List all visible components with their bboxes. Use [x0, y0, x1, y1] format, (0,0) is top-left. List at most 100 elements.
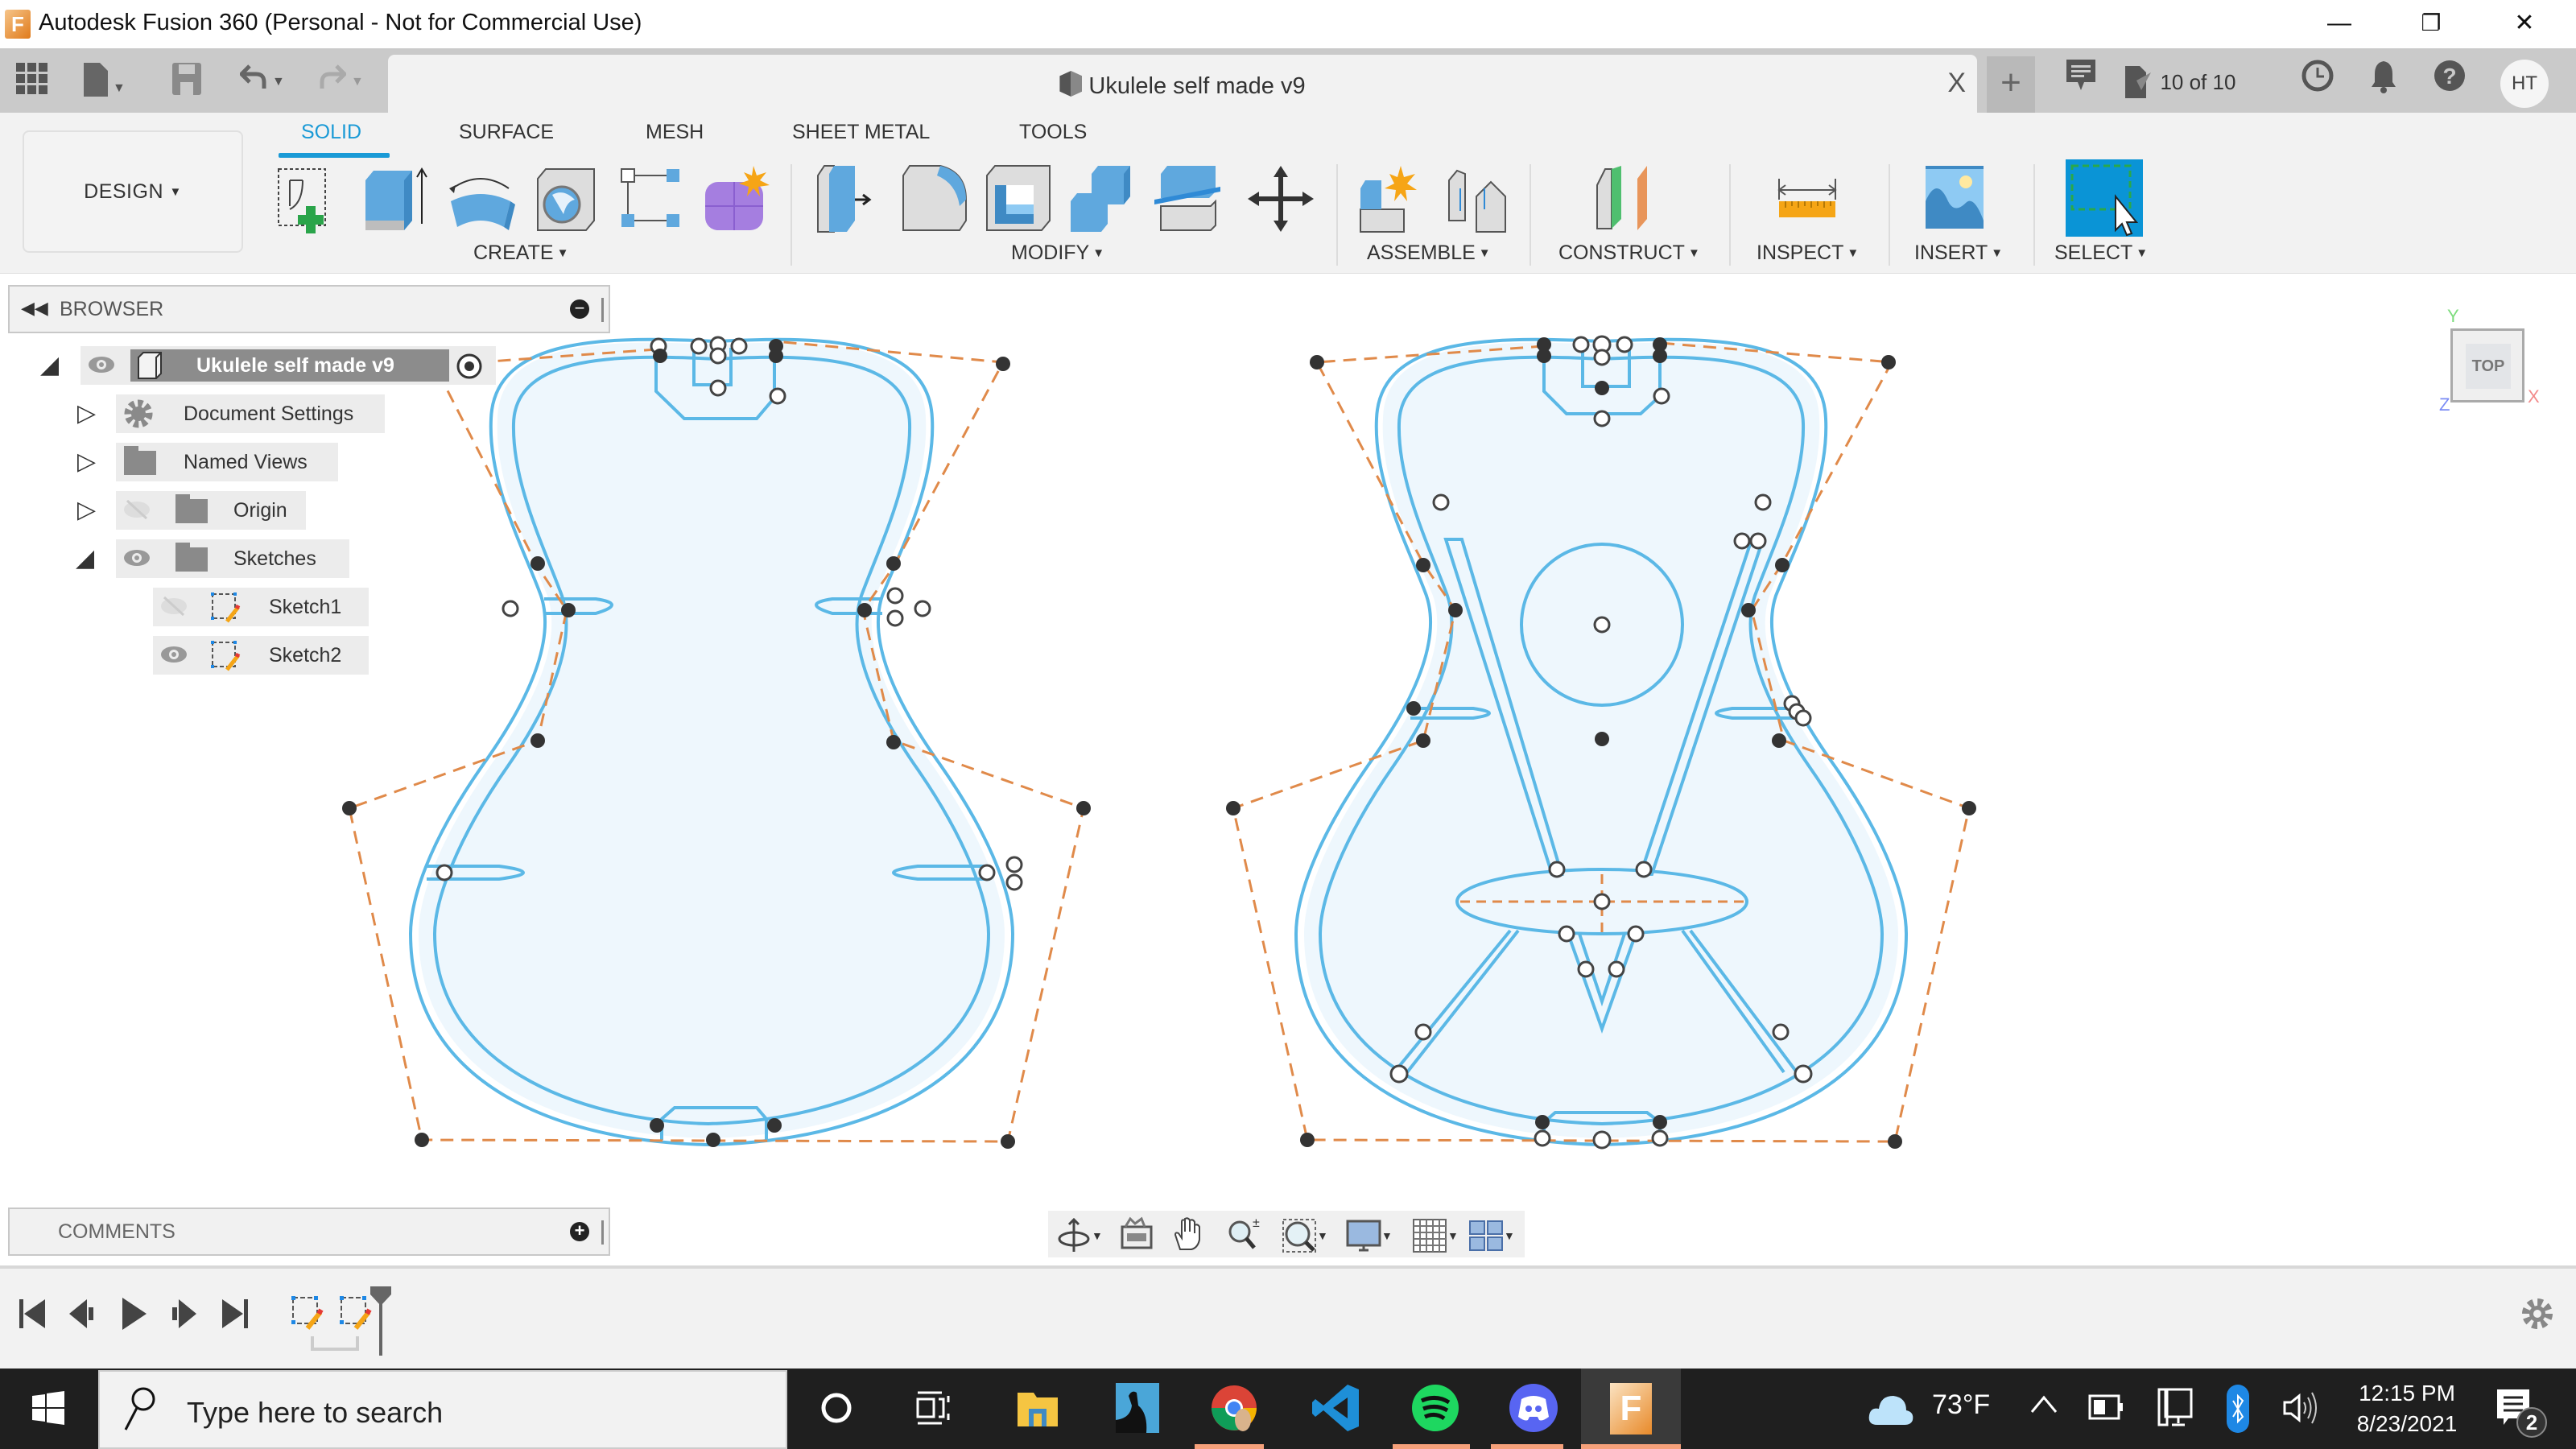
inspect-menu[interactable]: INSPECT▼: [1757, 242, 1860, 264]
panel-resize-grip[interactable]: [601, 298, 604, 322]
spotify-icon[interactable]: [1409, 1381, 1462, 1435]
window-select-tool[interactable]: [2066, 159, 2143, 237]
collapse-triangle-icon[interactable]: ◢: [40, 352, 60, 378]
3d-viewport[interactable]: .blue { stroke: #5bb8e6; stroke-width: 4…: [0, 274, 2576, 1265]
pan-button[interactable]: [1170, 1216, 1206, 1253]
browser-item-root[interactable]: ◢ Ukulele self made v9: [0, 346, 612, 385]
network-icon[interactable]: [2157, 1386, 2193, 1431]
close-button[interactable]: ✕: [2514, 10, 2535, 36]
volume-icon[interactable]: [2281, 1389, 2317, 1426]
revolve-tool[interactable]: [446, 164, 515, 233]
browser-item-document-settings[interactable]: ▷ Document Settings: [0, 394, 402, 433]
task-view-icon[interactable]: [906, 1381, 960, 1435]
ukulele-body-right[interactable]: [1226, 335, 1976, 1150]
timeline-feature-sketch1[interactable]: [290, 1294, 328, 1335]
browser-item-sketches[interactable]: ◢ Sketches: [0, 539, 362, 578]
chrome-icon[interactable]: [1208, 1381, 1261, 1435]
shell-tool[interactable]: [984, 164, 1053, 233]
viewports-button[interactable]: ▼: [1468, 1216, 1515, 1253]
tab-solid[interactable]: SOLID: [301, 121, 362, 143]
insert-menu[interactable]: INSERT▼: [1914, 242, 2004, 264]
comments-panel-header[interactable]: COMMENTS +: [8, 1208, 610, 1256]
data-panel-grid-icon[interactable]: [16, 63, 48, 98]
file-explorer-icon[interactable]: [1011, 1381, 1064, 1435]
create-sketch-tool[interactable]: [274, 164, 343, 233]
select-menu[interactable]: SELECT▼: [2054, 242, 2149, 264]
weather-temperature[interactable]: 73°F: [1932, 1389, 1991, 1420]
workspace-switcher[interactable]: DESIGN ▼: [23, 130, 243, 253]
sketch-drawing[interactable]: .blue { stroke: #5bb8e6; stroke-width: 4…: [0, 274, 2576, 1265]
panel-resize-grip[interactable]: [601, 1220, 604, 1245]
tab-mesh[interactable]: MESH: [646, 121, 704, 143]
press-pull-tool[interactable]: [815, 164, 884, 233]
eye-hidden-icon[interactable]: [122, 499, 151, 520]
ukulele-body-left[interactable]: [342, 336, 1091, 1149]
expand-triangle-icon[interactable]: ▷: [77, 497, 97, 523]
windows-start-button[interactable]: [0, 1368, 97, 1449]
eye-hidden-icon[interactable]: [159, 596, 188, 617]
close-tab-button[interactable]: X: [1947, 68, 1966, 98]
show-hidden-icons-chevron[interactable]: [2030, 1394, 2058, 1415]
restore-button[interactable]: ❐: [2421, 10, 2442, 35]
viewcube-box[interactable]: TOP: [2450, 328, 2524, 402]
add-comment-icon[interactable]: +: [570, 1222, 589, 1241]
redo-button[interactable]: ▼: [319, 63, 364, 98]
document-tab[interactable]: Ukulele self made v9 X: [388, 55, 1977, 113]
taskbar-clock[interactable]: 12:15 PM 8/23/2021: [2326, 1378, 2487, 1439]
orbit-button[interactable]: ▼: [1056, 1216, 1103, 1253]
taskbar-search-box[interactable]: Type here to search: [98, 1370, 787, 1449]
zoom-button[interactable]: ±: [1225, 1216, 1261, 1253]
measure-tool[interactable]: [1774, 164, 1843, 233]
pattern-tool[interactable]: [617, 164, 686, 233]
timeline-feature-sketch2[interactable]: [338, 1294, 377, 1335]
tab-sheet-metal[interactable]: SHEET METAL: [792, 121, 931, 143]
modify-menu[interactable]: MODIFY▼: [1011, 242, 1105, 264]
browser-item-origin[interactable]: ▷ Origin: [0, 491, 322, 530]
discord-icon[interactable]: [1507, 1381, 1560, 1435]
grid-snaps-button[interactable]: ▼: [1412, 1216, 1459, 1253]
joint-tool[interactable]: [1444, 164, 1513, 233]
browser-panel-header[interactable]: ◀◀ BROWSER −: [8, 285, 610, 333]
viewcube-face-top[interactable]: TOP: [2466, 344, 2511, 389]
pin-panel-icon[interactable]: −: [570, 299, 589, 319]
step-back-button[interactable]: [69, 1298, 97, 1330]
user-avatar[interactable]: HT: [2500, 60, 2549, 108]
timeline-marker[interactable]: [369, 1286, 393, 1356]
eye-icon[interactable]: [159, 644, 188, 665]
offset-plane-tool[interactable]: [1594, 164, 1663, 233]
action-center-button[interactable]: 2: [2494, 1386, 2550, 1443]
expand-triangle-icon[interactable]: ▷: [77, 448, 97, 475]
file-menu-button[interactable]: ▼: [84, 63, 126, 98]
hole-tool[interactable]: [531, 164, 601, 233]
step-forward-button[interactable]: [171, 1298, 198, 1330]
weather-cloud-icon[interactable]: [1868, 1388, 1916, 1430]
fusion-360-taskbar-button[interactable]: F: [1581, 1368, 1681, 1449]
collapse-triangle-icon[interactable]: ◢: [76, 545, 95, 572]
eye-icon[interactable]: [87, 354, 116, 375]
vscode-icon[interactable]: [1311, 1381, 1364, 1435]
battery-icon[interactable]: [2088, 1394, 2124, 1420]
bluetooth-icon[interactable]: [2227, 1385, 2249, 1433]
new-component-tool[interactable]: [1357, 164, 1426, 233]
display-settings-button[interactable]: ▼: [1346, 1216, 1393, 1253]
timeline-settings-gear-icon[interactable]: [2520, 1296, 2555, 1331]
comments-button[interactable]: [2061, 60, 2101, 101]
tab-tools[interactable]: TOOLS: [1019, 121, 1088, 143]
browser-item-sketch1[interactable]: Sketch1: [0, 588, 370, 626]
insert-canvas-tool[interactable]: [1921, 164, 1990, 233]
job-status-button[interactable]: 10 of 10: [2125, 60, 2254, 101]
kindle-icon[interactable]: [1111, 1381, 1164, 1435]
notifications-button[interactable]: [2363, 60, 2404, 101]
construct-menu[interactable]: CONSTRUCT▼: [1558, 242, 1700, 264]
move-copy-tool[interactable]: [1246, 164, 1315, 233]
go-to-start-button[interactable]: [19, 1298, 47, 1330]
fillet-tool[interactable]: [900, 164, 969, 233]
collapse-browser-icon[interactable]: ◀◀: [21, 298, 48, 318]
go-to-end-button[interactable]: [221, 1298, 248, 1330]
new-tab-button[interactable]: +: [1987, 56, 2035, 113]
fit-button[interactable]: ▼: [1282, 1216, 1328, 1253]
play-button[interactable]: [121, 1298, 148, 1330]
create-menu[interactable]: CREATE▼: [473, 242, 569, 264]
tab-surface[interactable]: SURFACE: [459, 121, 555, 143]
assemble-menu[interactable]: ASSEMBLE▼: [1367, 242, 1491, 264]
